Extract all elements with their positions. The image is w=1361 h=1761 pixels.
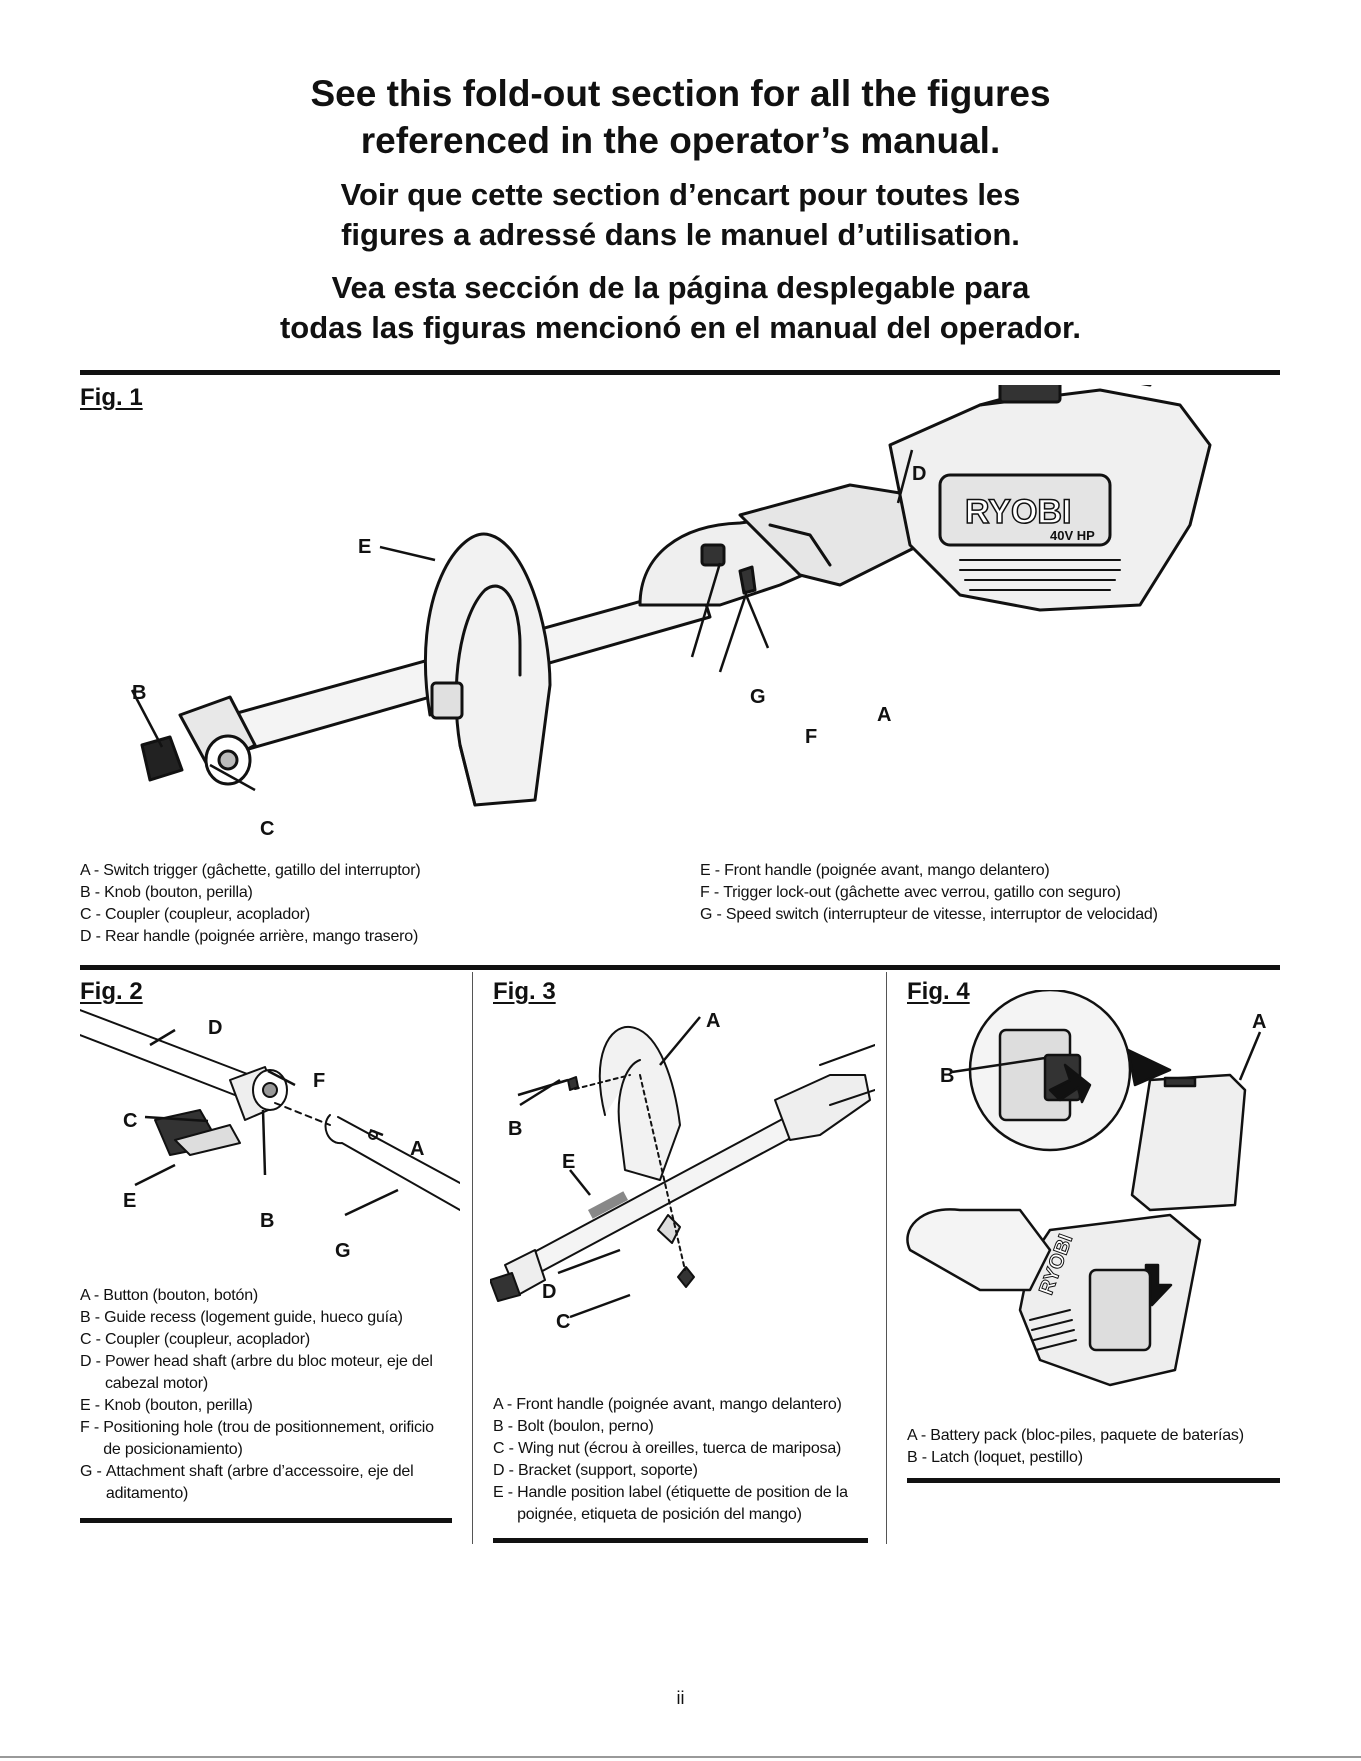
fig3-bottom-rule [493,1538,868,1543]
legend-item: G - Attachment shaft (arbre d’accessoire… [80,1463,414,1502]
fig1-callout-e: E [358,536,371,558]
fig3-bolt [567,1076,579,1091]
legend-item: B - Knob (bouton, perilla) [80,884,253,901]
fig1-title: Fig. 1 [80,384,143,411]
legend-item: C - Coupler (coupleur, acoplador) [80,906,310,923]
fig1-callout-g: G [750,686,766,708]
heading-english-line1: See this fold-out section for all the fi… [310,73,1051,114]
fig3-callout-c: C [556,1311,570,1333]
legend-item: F - Trigger lock-out (gâchette avec verr… [700,884,1121,901]
fig4-battery-pack [1130,1073,1247,1212]
fig1-legend-right: E - Front handle (poignée avant, mango d… [700,860,1280,926]
section-rule-top [80,370,1280,375]
fig1-front-handle [424,532,552,807]
fig1-callout-b: B [132,682,146,704]
fig3-callout-a: A [706,1010,720,1032]
heading-english-line2: referenced in the operator’s manual. [360,120,1001,161]
legend-item: B - Latch (loquet, pestillo) [907,1449,1083,1466]
fig2-attachment-shaft [324,1114,460,1211]
fig2-callout-c: C [123,1110,137,1132]
fig2-callout-g: G [335,1240,351,1262]
fig4-arrow-icon [1048,1063,1092,1104]
legend-item: C - Coupler (coupleur, acoplador) [80,1331,310,1348]
heading-french-line1: Voir que cette section d’encart pour tou… [340,177,1021,212]
fig3-bracket [657,1214,681,1244]
fig2-callout-b: B [260,1210,274,1232]
fig1-brand-label: RYOBI [965,493,1071,531]
fig2-title: Fig. 2 [80,978,143,1005]
heading-french-line2: figures a adressé dans le manuel d’utili… [341,217,1020,252]
legend-item: A - Battery pack (bloc-piles, paquete de… [907,1427,1244,1444]
fig3-illustration: A B E D C [490,1010,875,1333]
page-bottom-edge [0,1756,1361,1758]
fig3-callout-b: B [508,1118,522,1140]
fig2-power-head-shaft [80,1009,251,1098]
fig3-front-handle [598,1025,681,1181]
fig4-callout-a: A [1252,1011,1266,1033]
page-number: ii [676,1688,685,1708]
fig4-illustration: RYOBI A B [906,990,1266,1387]
fig3-title: Fig. 3 [493,978,556,1005]
legend-item: A - Button (bouton, botón) [80,1287,259,1304]
fig1-speed-switch [700,543,726,567]
fig1-callout-c: C [260,818,274,840]
fig4-title: Fig. 4 [907,978,970,1005]
fig2-legend: A - Button (bouton, botón) B - Guide rec… [80,1285,452,1505]
legend-item: E - Front handle (poignée avant, mango d… [700,862,1050,879]
legend-item: E - Knob (bouton, perilla) [80,1397,253,1414]
fig1-callout-f: F [805,726,817,748]
heading-spanish-line2: todas las figuras mencionó en el manual … [279,310,1082,345]
column-separator-2 [886,972,887,1544]
fig4-legend: A - Battery pack (bloc-piles, paquete de… [907,1425,1280,1469]
fig1-legend-left: A - Switch trigger (gâchette, gatillo de… [80,860,640,948]
fig2-callout-e: E [123,1190,136,1212]
fig1-callout-a: A [877,704,891,726]
fig2-bottom-rule [80,1518,452,1523]
column-separator-1 [472,972,473,1544]
legend-item: B - Bolt (boulon, perno) [493,1418,654,1435]
legend-item: G - Speed switch (interrupteur de vitess… [700,906,1158,923]
legend-item: D - Bracket (support, soporte) [493,1462,698,1479]
fig1-voltage-label: 40V HP [1050,528,1095,543]
fig2-callout-d: D [208,1017,222,1039]
legend-item: A - Switch trigger (gâchette, gatillo de… [80,862,421,879]
fig1-callout-d: D [912,463,926,485]
fig3-handle-position-label [587,1191,629,1219]
fig1-illustration: RYOBI 40V HP E B C D A F G [130,385,1212,840]
legend-item: D - Power head shaft (arbre du bloc mote… [80,1353,433,1392]
fig2-callout-a: A [410,1138,424,1160]
fig2-callout-f: F [313,1070,325,1092]
fig1-knob [140,735,184,782]
section-rule-middle [80,965,1280,970]
legend-item: F - Positioning hole (trou de positionne… [80,1419,434,1458]
legend-item: C - Wing nut (écrou à oreilles, tuerca d… [493,1440,842,1457]
fig1-trigger-lockout [738,565,757,595]
legend-item: E - Handle position label (étiquette de … [493,1484,848,1523]
heading-spanish-line1: Vea esta sección de la página desplegabl… [331,270,1030,305]
fig3-callout-d: D [542,1281,556,1303]
fig3-wing-nut [677,1266,695,1288]
legend-item: D - Rear handle (poignée arrière, mango … [80,928,419,945]
fig4-callout-b: B [940,1065,954,1087]
fig2-illustration: D F C A E B G [80,1009,460,1262]
fig3-callout-e: E [562,1151,575,1173]
legend-item: B - Guide recess (logement guide, hueco … [80,1309,403,1326]
fig3-legend: A - Front handle (poignée avant, mango d… [493,1394,868,1526]
legend-item: A - Front handle (poignée avant, mango d… [493,1396,842,1413]
fig4-bottom-rule [907,1478,1280,1483]
